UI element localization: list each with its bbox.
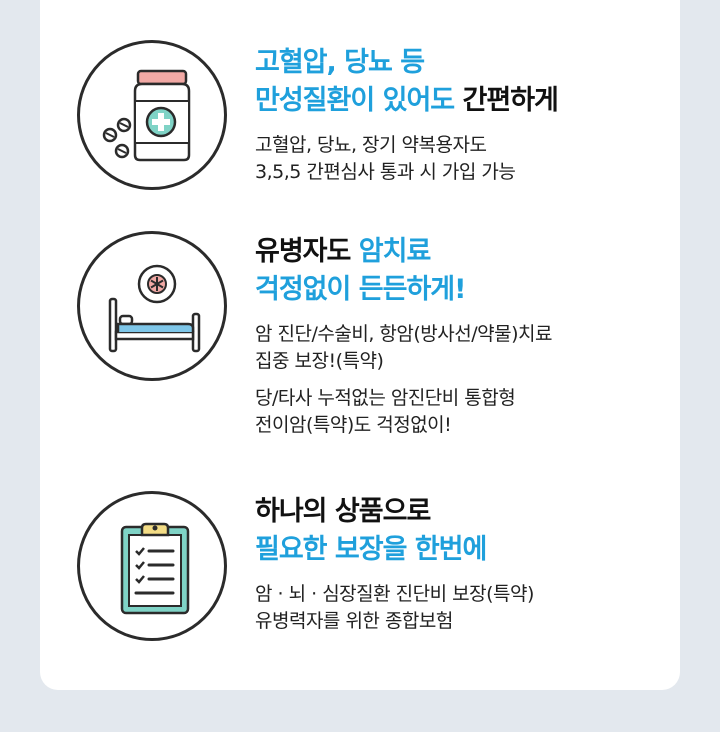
title-highlight: 만성질환이 있어도 — [255, 85, 455, 116]
title-plain: 유병자도 — [255, 236, 359, 267]
title-highlight: 고혈압, 당뇨 등 — [255, 47, 425, 78]
feature-text: 하나의 상품으로 필요한 보장을 한번에 암 · 뇌 · 심장질환 진단비 보장… — [255, 493, 675, 635]
feature-title: 고혈압, 당뇨 등 만성질환이 있어도 간편하게 — [255, 44, 675, 120]
title-plain: 간편하게 — [454, 85, 559, 116]
desc-line: 3,5,5 간편심사 통과 시 가입 가능 — [255, 161, 516, 183]
feature-description: 암 · 뇌 · 심장질환 진단비 보장(특약) 유병력자를 위한 종합보험 — [255, 581, 675, 635]
desc-line: 유병력자를 위한 종합보험 — [255, 610, 453, 632]
feature-description: 암 진단/수술비, 항암(방사선/약물)치료 집중 보장!(특약) — [255, 321, 675, 375]
title-highlight: 걱정없이 든든하게! — [255, 274, 466, 305]
title-plain: 하나의 상품으로 — [255, 496, 431, 527]
medicine-bottle-icon — [77, 40, 227, 190]
clipboard-checklist-icon — [77, 491, 227, 641]
desc-line: 고혈압, 당뇨, 장기 약복용자도 — [255, 134, 487, 156]
feature-title: 유병자도 암치료 걱정없이 든든하게! — [255, 233, 675, 309]
desc-line: 집중 보장!(특약) — [255, 350, 384, 372]
desc-line: 암 · 뇌 · 심장질환 진단비 보장(특약) — [255, 583, 534, 605]
title-highlight: 필요한 보장을 한번에 — [255, 534, 487, 565]
feature-text: 고혈압, 당뇨 등 만성질환이 있어도 간편하게 고혈압, 당뇨, 장기 약복용… — [255, 44, 675, 186]
desc-line: 암 진단/수술비, 항암(방사선/약물)치료 — [255, 323, 552, 345]
features-card: 고혈압, 당뇨 등 만성질환이 있어도 간편하게 고혈압, 당뇨, 장기 약복용… — [40, 0, 680, 690]
feature-title: 하나의 상품으로 필요한 보장을 한번에 — [255, 493, 675, 569]
feature-description: 고혈압, 당뇨, 장기 약복용자도 3,5,5 간편심사 통과 시 가입 가능 — [255, 132, 675, 186]
feature-text: 유병자도 암치료 걱정없이 든든하게! 암 진단/수술비, 항암(방사선/약물)… — [255, 233, 675, 439]
desc-line: 당/타사 누적없는 암진단비 통합형 — [255, 387, 516, 409]
hospital-bed-icon — [77, 231, 227, 381]
feature-description: 당/타사 누적없는 암진단비 통합형 전이암(특약)도 걱정없이! — [255, 385, 675, 439]
desc-line: 전이암(특약)도 걱정없이! — [255, 414, 452, 436]
title-highlight: 암치료 — [358, 236, 432, 267]
